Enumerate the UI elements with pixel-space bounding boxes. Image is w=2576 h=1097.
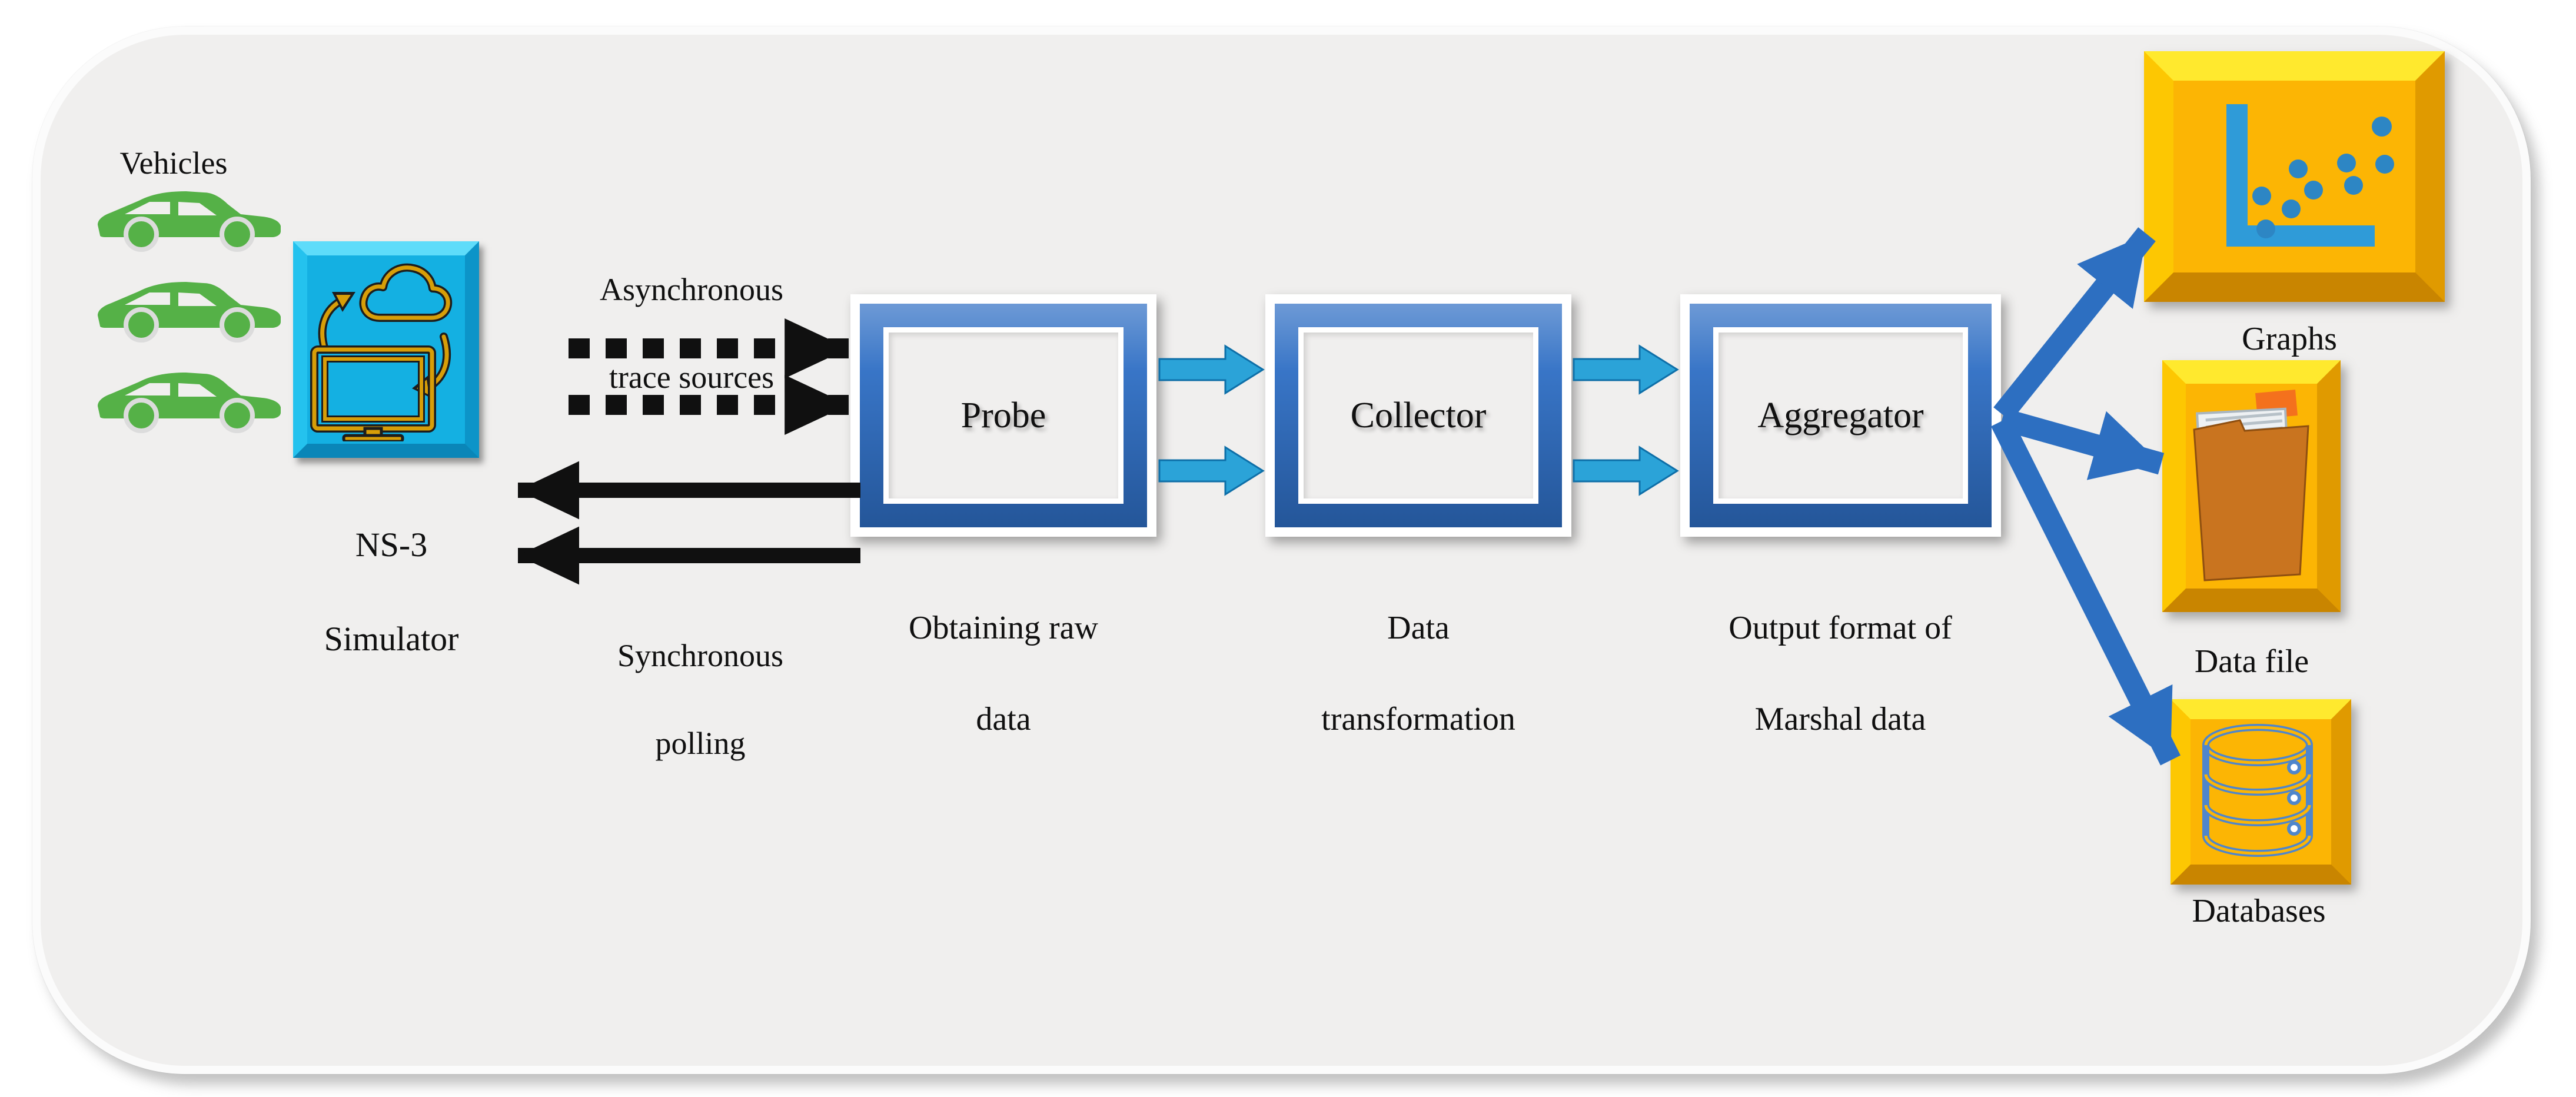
folder-front	[2193, 419, 2309, 581]
car-icon	[98, 282, 281, 343]
async-trace-label: Asynchronous trace sources	[550, 224, 833, 443]
collector-caption-line1: Data	[1387, 610, 1450, 647]
cloud-icon	[359, 263, 453, 322]
aggregator-caption-line1: Output format of	[1729, 610, 1952, 647]
collector-box: Collector	[1265, 294, 1571, 537]
sync-label-line1: Synchronous	[617, 637, 783, 673]
collector-box-label: Collector	[1350, 395, 1487, 436]
databases-tile	[2171, 699, 2351, 885]
monitor-icon	[310, 345, 436, 443]
datafile-tile	[2162, 360, 2341, 612]
probe-caption-line2: data	[976, 700, 1031, 737]
car-icon	[98, 373, 281, 433]
graphs-label: Graphs	[2242, 321, 2337, 357]
ns3-simulator-label: NS-3 Simulator	[271, 474, 512, 710]
aggregator-box-label: Aggregator	[1757, 395, 1924, 436]
computer-cloud-sync-icon	[310, 263, 453, 443]
collector-caption-line2: transformation	[1321, 700, 1515, 737]
datafile-label: Data file	[2194, 643, 2309, 680]
folder-icon	[2193, 390, 2309, 581]
async-label-line1: Asynchronous	[600, 271, 783, 307]
aggregator-caption-line2: Marshal data	[1754, 700, 1926, 737]
sync-polling-label: Synchronous polling	[559, 590, 842, 809]
sync-label-line2: polling	[655, 725, 746, 761]
databases-label: Databases	[2192, 893, 2326, 929]
probe-caption: Obtaining raw data	[821, 560, 1186, 787]
database-icon	[2202, 724, 2313, 857]
scatter-chart-icon	[2226, 104, 2394, 247]
ns3-label-line2: Simulator	[324, 620, 459, 659]
probe-box-label: Probe	[960, 395, 1046, 436]
ns3-label-line1: NS-3	[355, 526, 428, 564]
graphs-tile	[2144, 51, 2445, 302]
collector-caption: Data transformation	[1236, 560, 1601, 787]
sync-up-arrow-icon	[318, 292, 355, 354]
aggregator-caption: Output format of Marshal data	[1658, 560, 2023, 787]
probe-box: Probe	[850, 294, 1156, 537]
car-icon	[98, 191, 281, 252]
aggregator-box: Aggregator	[1680, 294, 2001, 537]
async-label-line2: trace sources	[609, 359, 775, 395]
ns3-simulator-box	[293, 241, 479, 458]
vehicles-label: Vehicles	[119, 145, 228, 181]
probe-caption-line1: Obtaining raw	[909, 610, 1098, 647]
